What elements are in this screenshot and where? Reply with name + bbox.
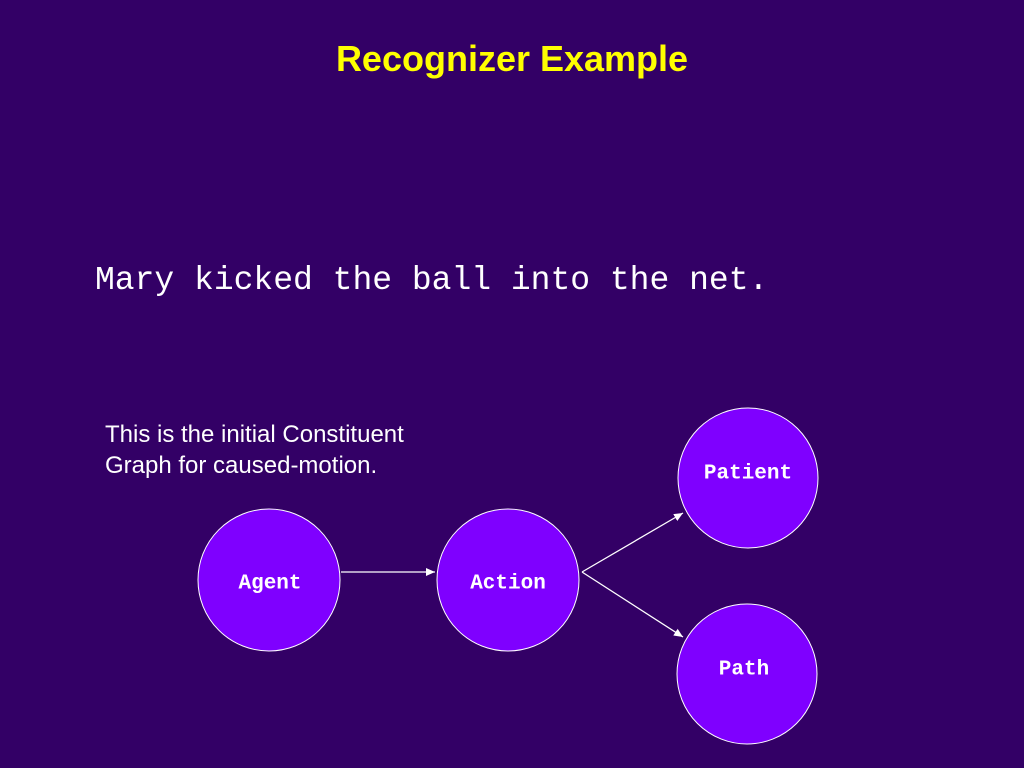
node-action-label: Action: [470, 573, 546, 596]
caption-line-2: Graph for caused-motion.: [105, 452, 378, 479]
graph-node-agent: Agent: [197, 508, 341, 652]
node-path-label: Path: [719, 659, 769, 682]
graph-node-patient: Patient: [677, 407, 819, 549]
node-patient-circle: [677, 407, 819, 549]
edge-action-path: [581, 571, 684, 638]
edge-action-patient: [581, 512, 684, 573]
example-sentence: Mary kicked the ball into the net.: [95, 262, 769, 299]
graph-node-action: Action: [436, 508, 580, 652]
node-action-circle: [436, 508, 580, 652]
slide-title: Recognizer Example: [335, 38, 689, 79]
node-path-circle: [676, 603, 818, 745]
graph-edges: [341, 512, 684, 638]
caption-line-1: This is the initial Constituent: [105, 421, 404, 448]
node-agent-label: Agent: [238, 573, 301, 596]
node-agent-circle: [197, 508, 341, 652]
graph-caption: This is the initial Constituent Graph fo…: [105, 419, 505, 481]
node-patient-label: Patient: [704, 463, 792, 486]
graph-node-path: Path: [676, 603, 818, 745]
